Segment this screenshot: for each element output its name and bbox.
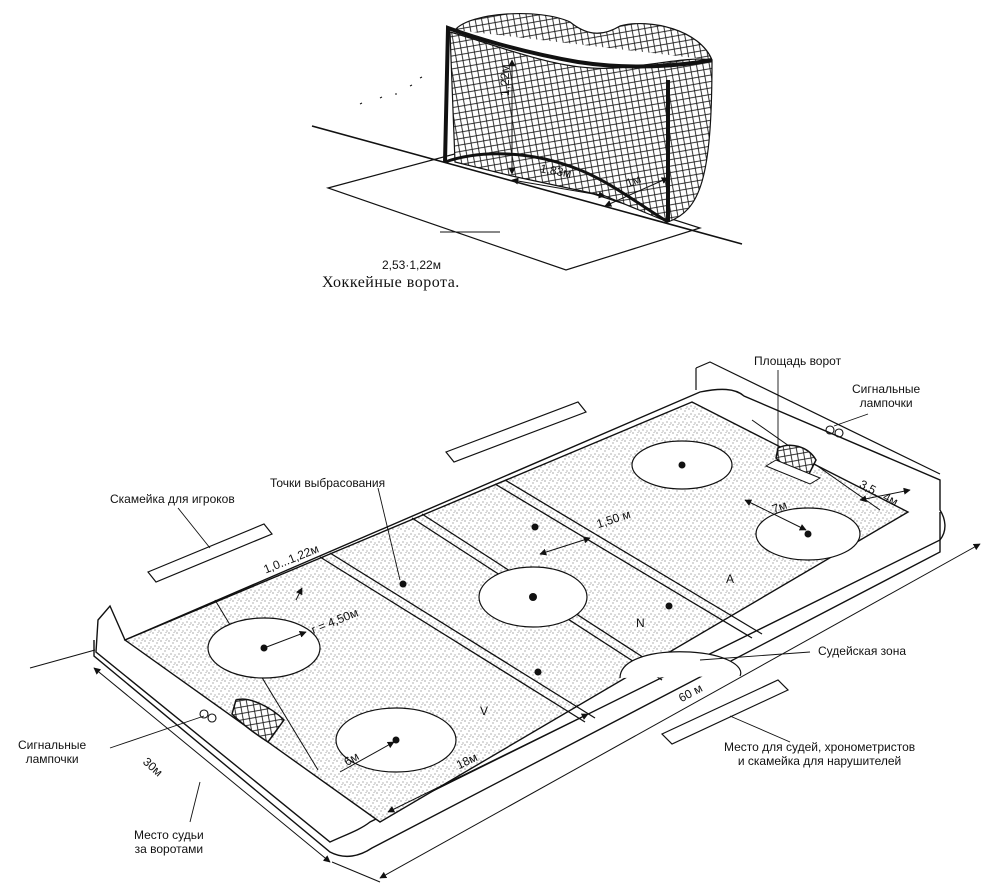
goal-crease-rect [325, 151, 702, 271]
referee-zone-label: Судейская зона [818, 644, 907, 658]
spot-7m-arrow [744, 499, 807, 531]
zone-letter-v: V [480, 704, 489, 718]
goal-judge-label: Место судьи за воротами [134, 828, 204, 856]
lamp-right-2 [834, 428, 844, 438]
players-bench-label: Скамейка для игроков [110, 492, 235, 506]
leader-bench [177, 507, 211, 549]
goal-crease-far [764, 459, 822, 485]
board-top-rail [695, 361, 941, 475]
zone-letter-n: N [636, 616, 645, 630]
rink-length-arrow [379, 543, 981, 879]
rink-illustration [29, 361, 981, 883]
zone-length-arrow [387, 713, 589, 813]
goal-depth-arrow [604, 177, 669, 207]
neutral-spot-1 [399, 580, 407, 588]
goal-width-arrow [511, 177, 606, 199]
goal-crease-label: Площадь ворот [754, 354, 842, 368]
goal-frame [443, 25, 713, 163]
leader-referee [699, 651, 811, 661]
goal-net [449, 31, 713, 223]
leader-lamps-right [833, 413, 869, 427]
crease-size-label: 2,53·1,22м [382, 258, 441, 272]
goal-caption: Хоккейные ворота. [322, 274, 460, 291]
spot-center [529, 593, 537, 601]
neutral-spot-4 [665, 602, 673, 610]
leader-spots [377, 487, 401, 581]
goal-illustration [311, 12, 743, 271]
spot-3 [678, 461, 686, 469]
neutral-spot-2 [531, 523, 539, 531]
board-height-arrow [295, 587, 303, 601]
goal-net-top [454, 12, 713, 61]
goal-line-far [751, 419, 881, 511]
leader-goal-judge [189, 781, 201, 823]
corner-arrow [859, 487, 911, 503]
players-bench-1 [147, 523, 273, 583]
goal-height-label: 1,22м [498, 64, 512, 96]
rink-width-arrow [93, 667, 331, 863]
players-bench-2 [445, 401, 587, 463]
leader-officials [729, 715, 791, 743]
width-ext-2 [331, 861, 381, 883]
zone-letter-a: A [726, 572, 735, 586]
lamp-right-1 [825, 425, 835, 435]
spot-4 [804, 530, 812, 538]
line-width-arrow [539, 536, 591, 556]
leader-lamps-left [109, 715, 205, 749]
width-ext-1 [29, 649, 96, 669]
radius-arrow [263, 630, 307, 649]
officials-area-label: Место для судей, хронометристов и скамей… [724, 740, 916, 768]
signal-lamps-right-label: Сигнальные лампочки [852, 382, 921, 410]
goal-speckle [359, 76, 423, 105]
signal-lamps-left-label: Сигнальные лампочки [18, 738, 87, 766]
spot-offset-arrow [339, 741, 395, 773]
neutral-spot-3 [534, 668, 542, 676]
faceoff-spots-label: Точки выбрасования [270, 476, 386, 490]
